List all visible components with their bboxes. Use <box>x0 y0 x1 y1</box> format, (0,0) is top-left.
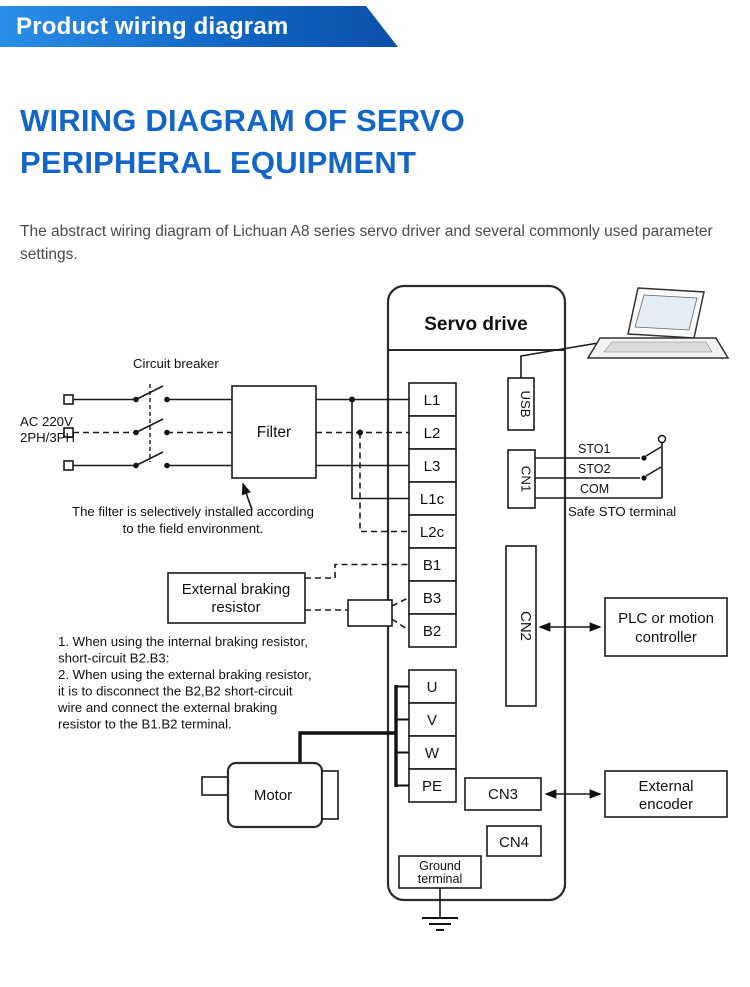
page-title-line1: WIRING DIAGRAM OF SERVO <box>20 103 465 138</box>
cn3-encoder-section: CN3 External encoder <box>464 770 728 818</box>
laptop-icon <box>586 287 730 359</box>
filter-note-arrow <box>241 482 253 511</box>
encoder-label-line1: External <box>638 778 693 795</box>
branch-to-l1c <box>351 399 409 500</box>
cn1-sto-section: CN1 STO1 STO2 COM Safe STO terminal <box>507 434 676 519</box>
usb-section: USB <box>507 287 730 431</box>
banner-title: Product wiring diagram <box>16 12 289 40</box>
note-line-1: 1. When using the internal braking resis… <box>58 634 308 649</box>
breaker-blade-2 <box>135 418 164 434</box>
ground-symbol-icon <box>422 917 458 931</box>
ac-voltage-label: AC 220V <box>20 414 73 429</box>
usb-label: USB <box>518 390 533 417</box>
terminal-L2c: L2c <box>420 524 445 541</box>
sto1-switch-blade <box>645 446 662 457</box>
cn2-label: CN2 <box>517 611 534 641</box>
motor-assembly: Motor <box>201 685 409 829</box>
circuit-breaker: Circuit breaker <box>133 356 232 469</box>
terminal-B2: B2 <box>423 623 441 640</box>
note-line-2: short-circuit B2.B3: <box>58 651 169 666</box>
filter-note-line1: The filter is selectively installed acco… <box>72 504 314 519</box>
terminal-L1: L1 <box>424 392 441 409</box>
note-line-5: wire and connect the external braking <box>57 700 277 715</box>
motor-cable <box>298 731 396 763</box>
terminal-U: U <box>427 679 438 696</box>
safe-sto-label: Safe STO terminal <box>568 504 676 519</box>
wiring-diagram: Servo drive AC 220V 2PH/3PH Circuit brea… <box>0 278 750 987</box>
wiring-diagram-svg: Servo drive AC 220V 2PH/3PH Circuit brea… <box>20 284 730 931</box>
cn4-section: CN4 <box>486 825 542 857</box>
sto1-label: STO1 <box>578 442 610 456</box>
ext-brake-wire-b1 <box>305 563 409 579</box>
filter-output-wires <box>316 396 409 533</box>
sto2-switch-blade <box>645 466 662 477</box>
cn3-label: CN3 <box>488 786 518 803</box>
plc-label-line2: controller <box>635 629 697 646</box>
terminal-V: V <box>427 712 437 729</box>
brake-wire-b3 <box>391 596 410 607</box>
terminal-B3: B3 <box>423 590 441 607</box>
intro-text: The abstract wiring diagram of Lichuan A… <box>20 222 713 263</box>
terminal-L1c: L1c <box>420 491 445 508</box>
plc-label-line1: PLC or motion <box>618 610 714 627</box>
cn1-label: CN1 <box>519 466 534 492</box>
circuit-breaker-label: Circuit breaker <box>133 356 219 371</box>
ac-phase-label: 2PH/3PH <box>20 430 75 445</box>
braking-notes: 1. When using the internal braking resis… <box>57 634 312 732</box>
cn4-label: CN4 <box>499 834 529 851</box>
plc-box <box>604 597 728 657</box>
power-terminals: L1 L2 L3 L1c L2c B1 B3 B2 <box>408 382 457 648</box>
motor-end-cap <box>321 770 339 820</box>
filter-box: Filter <box>231 385 317 479</box>
ground-section: Ground terminal <box>398 855 482 931</box>
sto2-label: STO2 <box>578 462 610 476</box>
ground-label-line1: Ground <box>419 859 461 873</box>
motor-shaft <box>201 776 229 796</box>
encoder-label-line2: encoder <box>639 796 693 813</box>
terminal-L3: L3 <box>424 458 441 475</box>
motor-terminals: U V W PE <box>408 669 457 803</box>
encoder-box <box>604 770 728 818</box>
ac-input: AC 220V 2PH/3PH <box>20 394 134 471</box>
ac-terminal-l3 <box>63 460 74 471</box>
note-line-4: it is to disconnect the B2,B2 short-circ… <box>58 684 293 699</box>
filter-label: Filter <box>257 424 291 441</box>
filter-note-line2: to the field environment. <box>123 521 264 536</box>
ground-label-line2: terminal <box>418 872 462 886</box>
cn2-plc-section: CN2 PLC or motion controller <box>505 545 728 707</box>
brake-resistor-symbol <box>347 599 393 627</box>
motor-label: Motor <box>254 787 292 804</box>
page-title-line2: PERIPHERAL EQUIPMENT <box>20 144 417 180</box>
sto1-contact <box>641 455 647 461</box>
note-line-3: 2. When using the external braking resis… <box>58 667 312 682</box>
ext-brake-label-line1: External braking <box>182 581 290 598</box>
page-banner: Product wiring diagram <box>0 6 398 47</box>
terminal-B1: B1 <box>423 557 441 574</box>
breaker-blade-3 <box>135 451 164 467</box>
external-braking-resistor: External braking resistor <box>167 563 410 632</box>
branch-to-l2c <box>359 432 409 533</box>
usb-cable <box>520 341 605 378</box>
ac-terminal-l1 <box>63 394 74 405</box>
sto2-contact <box>641 475 647 481</box>
sto-top-terminal <box>657 434 667 444</box>
page-title: WIRING DIAGRAM OF SERVO PERIPHERAL EQUIP… <box>20 100 465 184</box>
terminal-L2: L2 <box>424 425 441 442</box>
brake-wire-b2 <box>391 618 410 632</box>
com-label: COM <box>580 482 609 496</box>
terminal-PE: PE <box>422 778 442 795</box>
servo-drive-title: Servo drive <box>424 314 528 335</box>
note-line-6: resistor to the B1.B2 terminal. <box>58 717 232 732</box>
ext-brake-label-line2: resistor <box>211 599 260 616</box>
filter-note: The filter is selectively installed acco… <box>72 482 314 536</box>
terminal-W: W <box>425 745 440 762</box>
